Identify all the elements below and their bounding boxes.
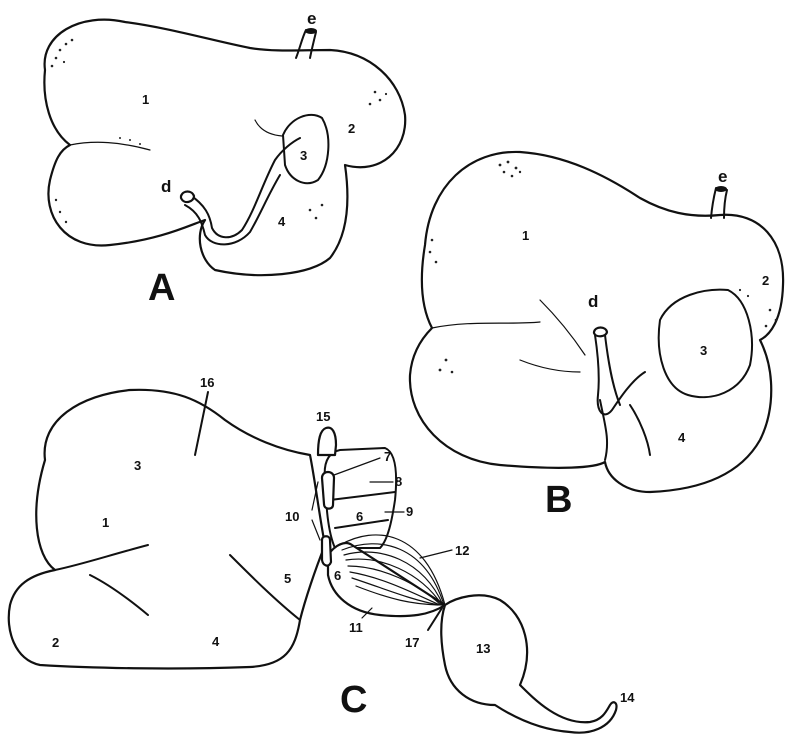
- panel-a-drawing: 1 2 3 4 e d A: [44, 9, 405, 309]
- panel-b-vessel-e: [711, 188, 727, 218]
- panel-c-liver-outline: [9, 390, 325, 669]
- panel-b-lobe-outline: [410, 152, 783, 492]
- panel-c-label-2: 2: [52, 635, 59, 650]
- panel-b-drawing: 1 2 3 4 e d B: [410, 152, 783, 521]
- panel-a-vessel-d-stub: [181, 192, 194, 203]
- panel-c-label-16: 16: [200, 375, 214, 390]
- panel-c-vessel-10: [322, 536, 331, 565]
- panel-c-label-13: 13: [476, 641, 490, 656]
- panel-c-label-5: 5: [284, 571, 291, 586]
- panel-a-label-3: 3: [300, 148, 307, 163]
- panel-c-label-12: 12: [455, 543, 469, 558]
- panel-c-label-11: 11: [349, 620, 363, 635]
- panel-c-leader-7: [334, 458, 380, 475]
- panel-c-vessel-7: [322, 472, 334, 509]
- panel-a-label-e: e: [307, 9, 316, 28]
- panel-c-organ-13: [441, 595, 616, 732]
- panel-c-label-15: 15: [316, 409, 330, 424]
- panel-c-label-14: 14: [620, 690, 635, 705]
- panel-a-label-1: 1: [142, 92, 149, 107]
- panel-b-label-2: 2: [762, 273, 769, 288]
- panel-c-label-7: 7: [384, 449, 391, 464]
- panel-a-title: A: [148, 267, 175, 309]
- panel-c-label-6b: 6: [334, 568, 341, 583]
- panel-c-label-6a: 6: [356, 509, 363, 524]
- panel-b-vessel-e-cap: [715, 186, 727, 192]
- panel-c-title: C: [340, 679, 367, 721]
- panel-a-vessel-e-cap: [305, 28, 317, 34]
- panel-b-title: B: [545, 479, 572, 521]
- panel-b-label-1: 1: [522, 228, 529, 243]
- panel-c-band-8: [330, 492, 395, 500]
- panel-b-label-3: 3: [700, 343, 707, 358]
- panel-b-label-e: e: [718, 167, 727, 186]
- panel-c-label-4: 4: [212, 634, 220, 649]
- panel-c-label-10: 10: [285, 509, 299, 524]
- panel-a-label-4: 4: [278, 214, 286, 229]
- panel-c-vessel-15: [318, 428, 336, 455]
- panel-b-vessel-d-stub: [594, 328, 607, 337]
- panel-c-label-17: 17: [405, 635, 419, 650]
- panel-c-label-8: 8: [395, 474, 402, 489]
- panel-c-label-1: 1: [102, 515, 109, 530]
- panel-c-label-3: 3: [134, 458, 141, 473]
- panel-b-label-4: 4: [678, 430, 686, 445]
- panel-a-label-2: 2: [348, 121, 355, 136]
- panel-b-label-d: d: [588, 292, 598, 311]
- panel-a-label-d: d: [161, 177, 171, 196]
- panel-c-leader-12: [420, 550, 452, 558]
- panel-c-label-9: 9: [406, 504, 413, 519]
